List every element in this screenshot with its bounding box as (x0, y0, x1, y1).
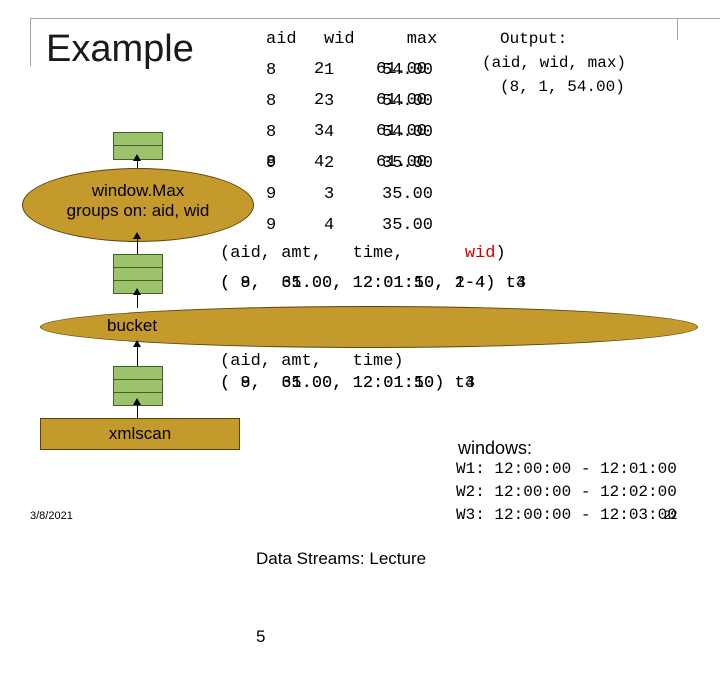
arrow-up-3 (133, 288, 141, 308)
table-cell: 54.00 (382, 123, 434, 142)
queue-middle (113, 254, 163, 294)
table-row: 9 4 35.00 (256, 210, 472, 241)
tuple-row-upper-ghost: ( 8, 61.00, 12:01:10, 1-4) t3 (220, 274, 527, 293)
table-cell: 9 (266, 154, 277, 173)
window-max-label: window.Max (91, 181, 185, 200)
table-cell: 3 (324, 92, 335, 111)
slide-title: Example (46, 28, 194, 70)
table-cell: 9 (266, 216, 277, 235)
table-header: aid (266, 30, 297, 49)
table-cell: 35.00 (382, 185, 434, 204)
slide-date: 3/8/2021 (30, 510, 73, 522)
table-cell: 54.00 (382, 61, 434, 80)
tuple-schema-wid: wid (464, 244, 496, 263)
table-row: 9 2 35.00 (256, 148, 472, 179)
arrow-up-5 (133, 398, 141, 420)
table-cell: 8 (266, 92, 277, 111)
tuple-schema-fields: (aid, amt, time, (220, 244, 465, 263)
slide-frame-top (30, 18, 720, 19)
tuple-schema-close: ) (495, 244, 506, 263)
table-cell: 35.00 (382, 154, 434, 173)
output-schema: (aid, wid, max) (482, 54, 627, 72)
xmlscan-label: xmlscan (108, 424, 172, 443)
ghost-value: 61.00 (376, 60, 428, 79)
table-cell: 1 (324, 61, 335, 80)
tuple-row-lower-ghost: ( 8, 61.00, 12:01:10) t3 (220, 374, 476, 393)
page-number: 22 (664, 508, 678, 522)
ghost-value: 2 (314, 60, 325, 79)
ghost-value: 3 (314, 122, 325, 141)
window-definition: W3: 12:00:00 - 12:03:00 (456, 506, 677, 524)
table-cell: 54.00 (382, 92, 434, 111)
table-cell: 35.00 (382, 216, 434, 235)
table-cell: 4 (324, 123, 335, 142)
output-tuple: (8, 1, 54.00) (500, 78, 625, 96)
table-header: wid (324, 30, 355, 49)
bucket-label: bucket (107, 316, 158, 335)
slide-frame-right (677, 18, 678, 40)
output-label: Output: (500, 30, 568, 48)
window-max-operator[interactable]: window.Max groups on: aid, wid (22, 168, 254, 242)
table-row: 9 3 35.00 (256, 179, 472, 210)
tuple-schema-upper: (aid, amt, time, wid) (220, 244, 506, 263)
tuple-schema-lower: (aid, amt, time) (220, 352, 404, 371)
table-header-row: aid wid max (256, 24, 472, 55)
ghost-value: 61.00 (376, 122, 428, 141)
xmlscan-operator[interactable]: xmlscan (40, 418, 240, 450)
table-cell: 3 (324, 185, 335, 204)
arrow-up-2 (133, 232, 141, 254)
table-row: 8 3 54.00 (256, 86, 472, 117)
table-header: max (406, 30, 438, 49)
tuple-row-upper: ( 9, 35.00, 12:01:50, 2-4) t4 (220, 274, 527, 293)
tuple-row-lower: ( 9, 35.00, 12:01:50) t4 (220, 374, 476, 393)
ghost-value: 8 (266, 153, 277, 172)
footer-title: Data Streams: Lecture 5 (256, 494, 426, 676)
ghost-value: 4 (314, 153, 325, 172)
window-definition: W2: 12:00:00 - 12:02:00 (456, 483, 677, 501)
ghost-value: 2 (314, 91, 325, 110)
arrow-up-4 (133, 340, 141, 366)
table-row: 8 4 54.00 (256, 117, 472, 148)
table-cell: 8 (266, 123, 277, 142)
slide-frame-left (30, 18, 31, 66)
ghost-value: 61.00 (376, 91, 428, 110)
table-cell: 4 (324, 216, 335, 235)
table-cell: 9 (266, 185, 277, 204)
bucket-operator[interactable]: bucket (40, 306, 698, 348)
max-table: aid wid max 8 1 54.00 8 3 54.00 8 4 54.0… (256, 24, 472, 241)
table-row: 8 1 54.00 (256, 55, 472, 86)
window-max-grouping: groups on: aid, wid (66, 201, 210, 220)
table-cell: 2 (324, 154, 335, 173)
ghost-value: 61.00 (376, 153, 428, 172)
footer-title-line: 5 (256, 627, 266, 646)
footer-title-line: Data Streams: Lecture (256, 549, 427, 568)
window-definition: W1: 12:00:00 - 12:01:00 (456, 460, 677, 478)
windows-label: windows: (458, 438, 533, 458)
table-cell: 8 (266, 61, 277, 80)
